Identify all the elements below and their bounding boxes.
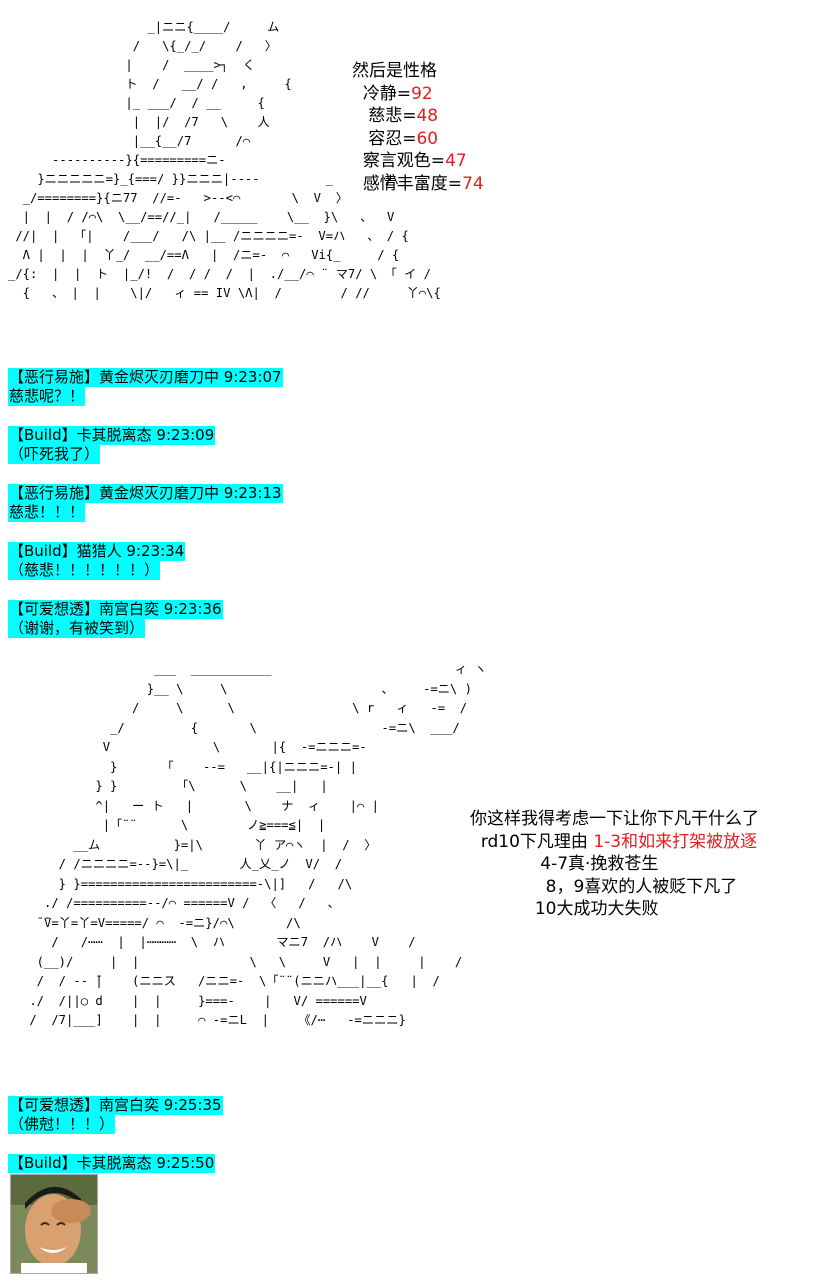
stat-label: 慈悲=	[368, 106, 417, 126]
chat-header: 【可爱想透】南宫白奕 9:25:35	[8, 1096, 223, 1115]
chat-entry: 【Build】猫猎人 9:23:34 （慈悲！！！！！！）	[8, 542, 186, 580]
stat-label: 容忍=	[368, 128, 417, 149]
stat-row: 感情丰富度=74	[352, 173, 484, 196]
stat-row: 冷静=92	[352, 83, 484, 106]
chat-header: 【恶行易施】黄金烬灭刃磨刀中 9:23:13	[8, 484, 283, 503]
chat-header: 【Build】卡其脱离态 9:25:50	[8, 1154, 216, 1173]
chat-entry: 【可爱想透】南宫白奕 9:25:35 （佛尅！！！）	[8, 1096, 223, 1134]
notes-red-text: 1-3和如来打架被放逐	[593, 831, 758, 852]
personality-stats: 然后是性格 冷静=92 慈悲=48 容忍=60 察言观色=47 感情丰富度=74	[352, 60, 484, 195]
notes-text: 10大成功大失败	[534, 899, 659, 919]
ascii-art-figure: ___ ___________ ィ ヽ }__ \ \ 、 -=ニ\ ) / \…	[29, 662, 487, 1027]
notes-line: 4-7真·挽救苍生	[470, 853, 759, 876]
chat-entry: 【可爱想透】南宫白奕 9:23:36 （谢谢，有被笑到）	[8, 600, 223, 638]
stat-value: 48	[416, 106, 439, 126]
ascii-art-warrior: _|ニニ{____/ ム / \{_/_/ / 〉 | / ____>┐ く ト…	[8, 20, 441, 300]
laughing-face-image	[10, 1174, 98, 1274]
chat-entry: 【恶行易施】黄金烬灭刃磨刀中 9:23:13 慈悲！！！	[8, 484, 283, 522]
chat-message: 慈悲呢？！	[8, 387, 86, 406]
stat-value: 60	[416, 128, 439, 149]
chat-entry: 【Build】卡其脱离态 9:25:50	[8, 1154, 216, 1173]
descent-reason-notes: 你这样我得考虑一下让你下凡干什么了 rd10下凡理由 1-3和如来打架被放逐 4…	[470, 808, 759, 921]
chat-message: 慈悲！！！	[8, 503, 86, 522]
chat-message: （佛尅！！！）	[8, 1115, 116, 1134]
notes-line: rd10下凡理由 1-3和如来打架被放逐	[470, 831, 759, 854]
notes-line: 10大成功大失败	[470, 898, 759, 921]
stat-row: 察言观色=47	[352, 150, 484, 173]
stat-row: 容忍=60	[352, 128, 484, 151]
chat-message: （谢谢，有被笑到）	[8, 619, 146, 638]
chat-message: （吓死我了）	[8, 445, 101, 464]
stat-value: 74	[462, 173, 484, 194]
notes-text: 4-7真·挽救苍生	[540, 854, 659, 874]
stat-label: 冷静=	[362, 83, 412, 104]
notes-text: 8，9喜欢的人被贬下凡了	[545, 876, 738, 897]
notes-prefix: rd10下凡理由	[480, 831, 594, 852]
chat-entry: 【恶行易施】黄金烬灭刃磨刀中 9:23:07 慈悲呢？！	[8, 368, 283, 406]
stat-value: 92	[411, 83, 433, 104]
chat-header: 【Build】猫猎人 9:23:34	[8, 542, 186, 561]
chat-header: 【可爱想透】南宫白奕 9:23:36	[8, 600, 223, 619]
chat-header: 【Build】卡其脱离态 9:23:09	[8, 426, 216, 445]
notes-line: 你这样我得考虑一下让你下凡干什么了	[470, 809, 759, 829]
chat-entry: 【Build】卡其脱离态 9:23:09 （吓死我了）	[8, 426, 216, 464]
stat-row: 慈悲=48	[352, 105, 484, 128]
stat-label: 感情丰富度=	[362, 173, 463, 194]
chat-message: （慈悲！！！！！！）	[8, 561, 161, 580]
chat-header: 【恶行易施】黄金烬灭刃磨刀中 9:23:07	[8, 368, 283, 387]
stat-value: 47	[445, 151, 467, 171]
stat-label: 察言观色=	[362, 151, 446, 171]
notes-line: 8，9喜欢的人被贬下凡了	[470, 876, 759, 899]
stats-heading: 然后是性格	[352, 61, 437, 81]
